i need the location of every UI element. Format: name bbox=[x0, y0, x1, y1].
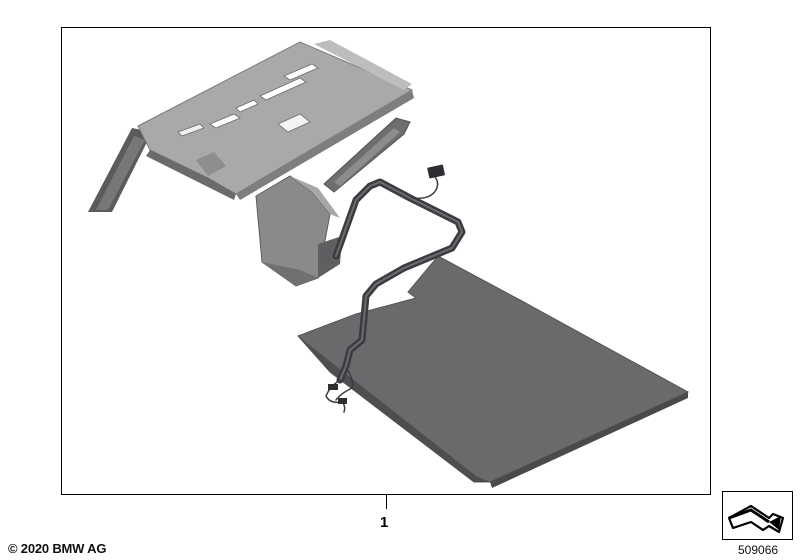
mounting-bracket bbox=[255, 175, 342, 287]
load-floor-cover bbox=[88, 40, 414, 212]
diagram-frame bbox=[61, 27, 711, 495]
side-panel bbox=[323, 117, 411, 193]
connector-plug bbox=[427, 164, 445, 179]
direction-arrow-icon bbox=[722, 491, 793, 540]
connector-end bbox=[328, 384, 347, 404]
callout-leader-line bbox=[386, 495, 387, 509]
copyright-text: © 2020 BMW AG bbox=[8, 541, 107, 556]
callout-number: 1 bbox=[380, 514, 389, 531]
floor-mat bbox=[297, 255, 690, 488]
reference-number: 509066 bbox=[738, 543, 779, 557]
